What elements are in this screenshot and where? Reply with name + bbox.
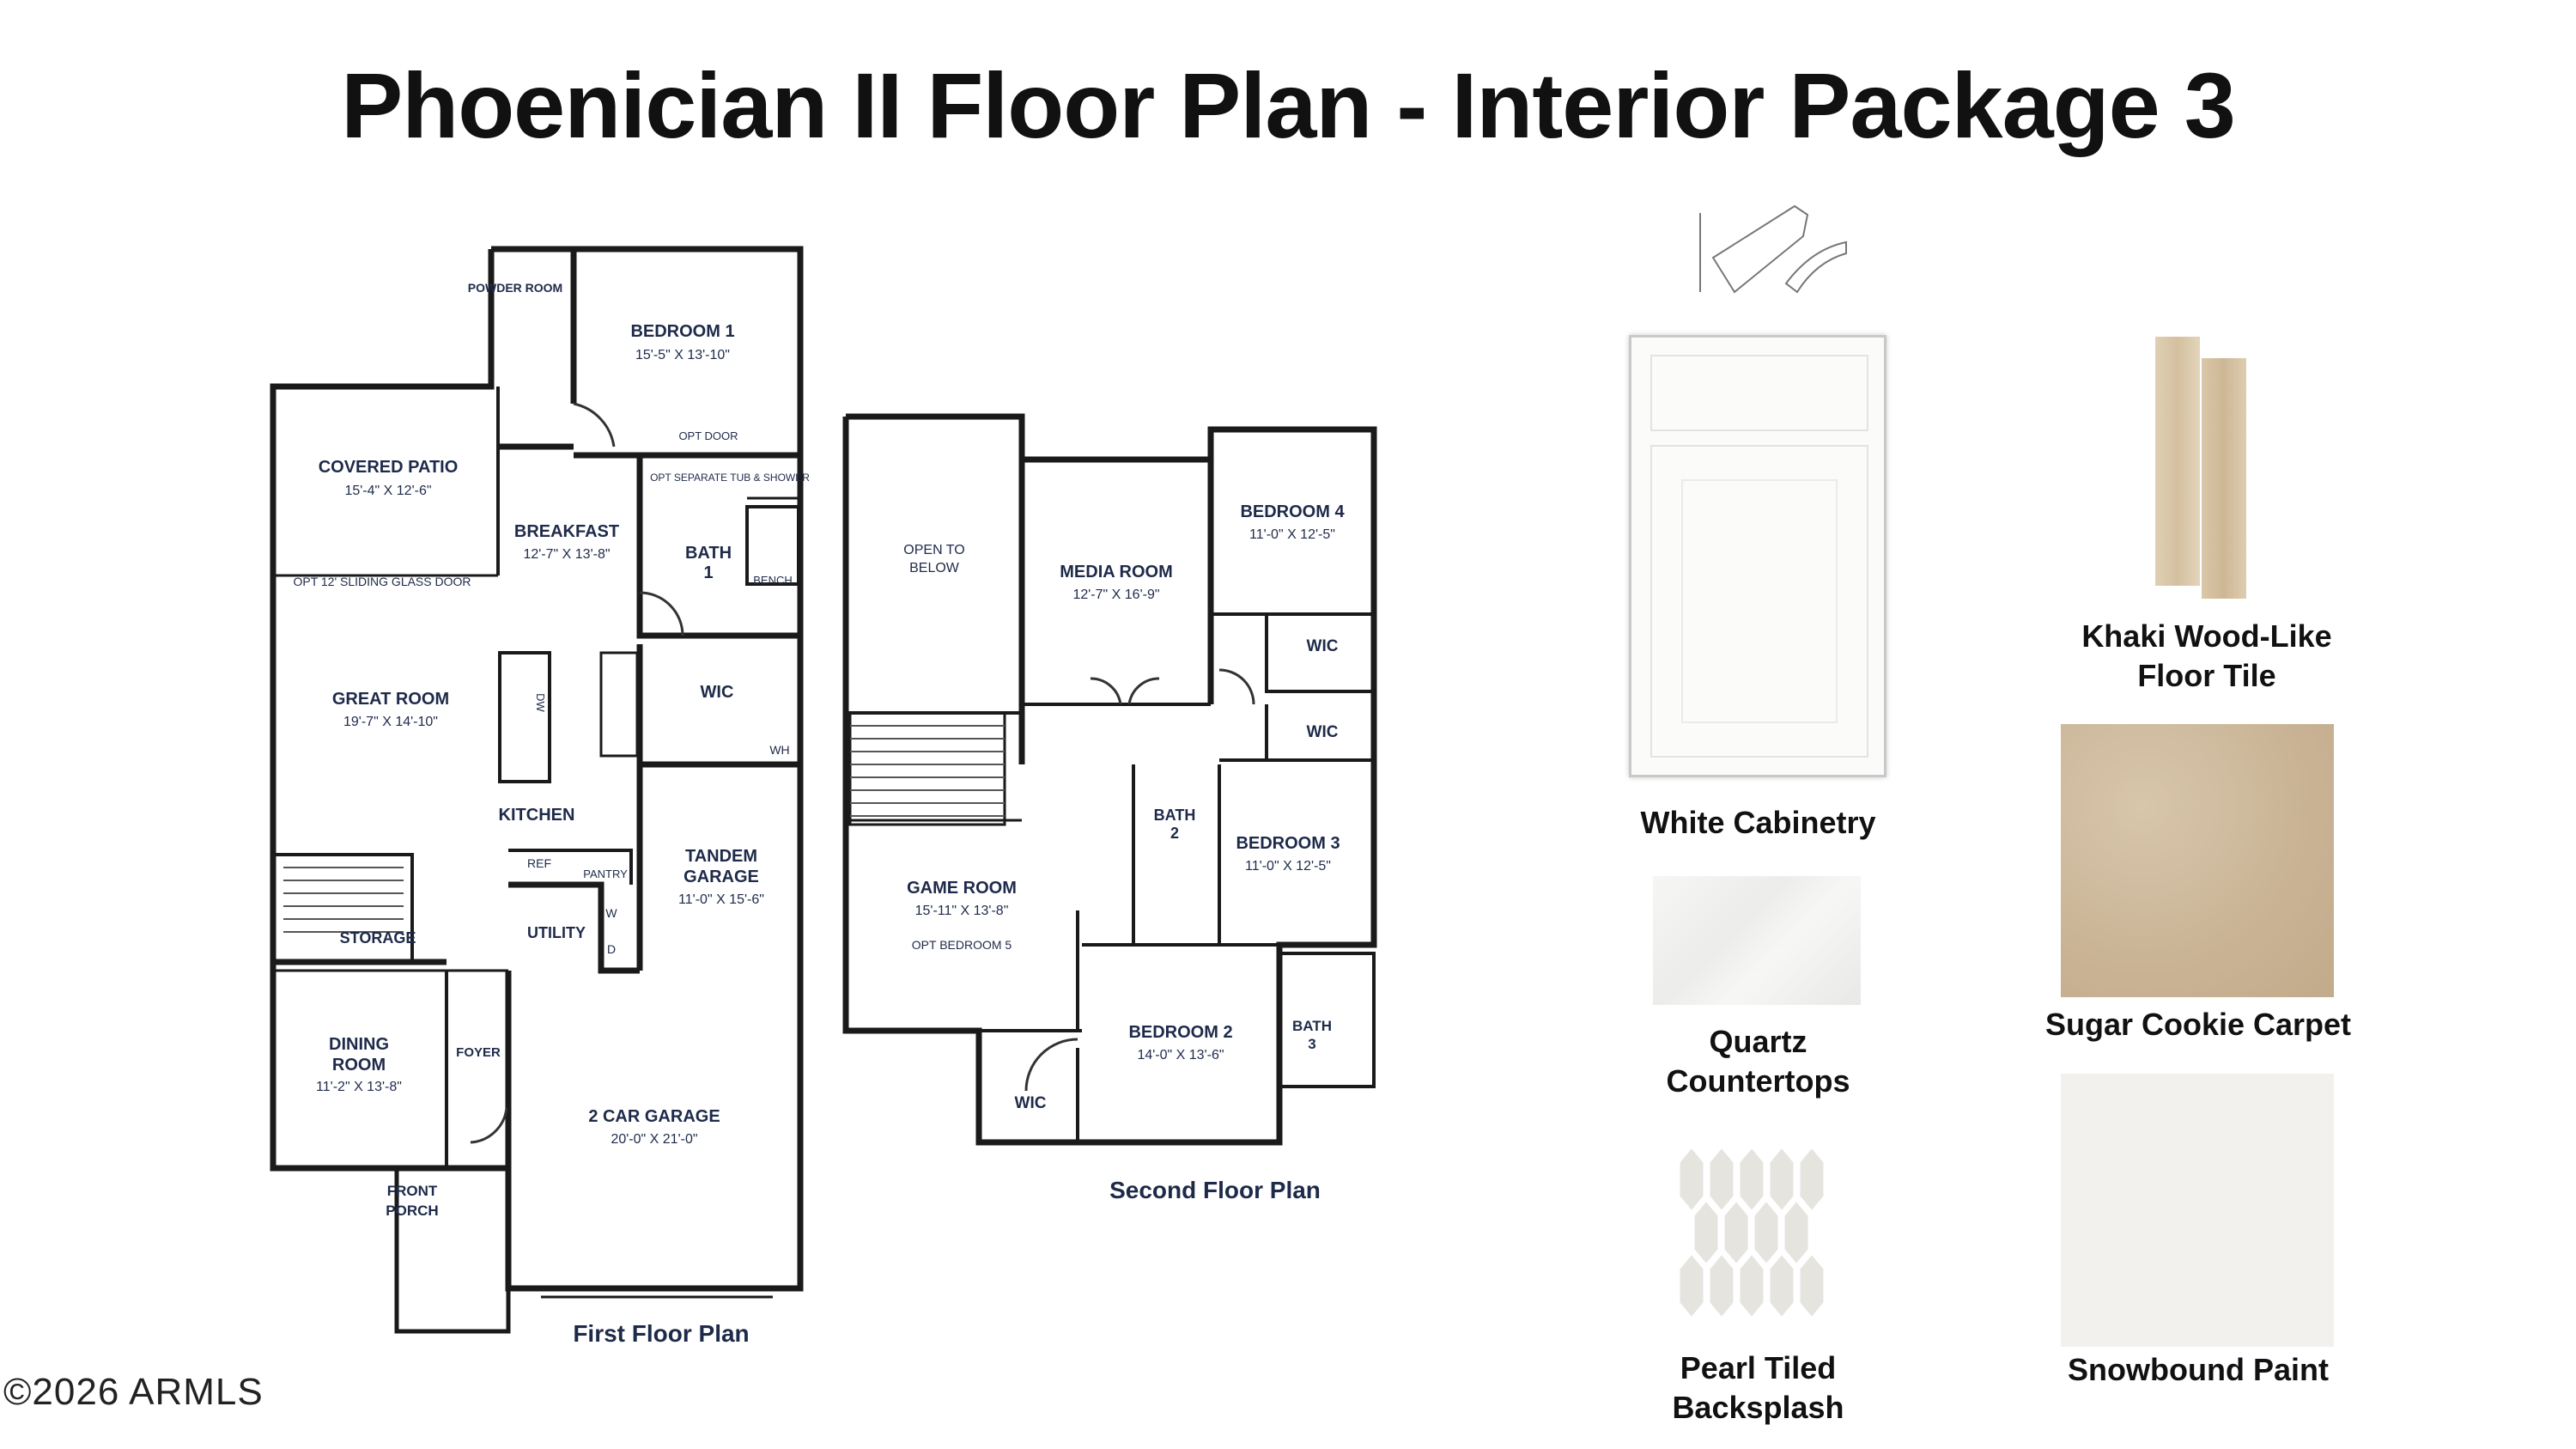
wh-label: WH bbox=[769, 743, 789, 757]
wood-tile-caption: Khaki Wood-Like Floor Tile bbox=[2065, 617, 2348, 696]
bedroom-3-label: BEDROOM 3 bbox=[1236, 834, 1340, 853]
front-porch-label-2: PORCH bbox=[386, 1202, 438, 1219]
bedroom-1-dim: 15'-5" X 13'-10" bbox=[635, 348, 730, 362]
bath-3-number: 3 bbox=[1308, 1036, 1315, 1052]
tandem-garage-label: TANDEM bbox=[685, 847, 757, 866]
dryer-label: D bbox=[607, 942, 616, 956]
first-floor-labels: POWDER ROOM BEDROOM 1 15'-5" X 13'-10" O… bbox=[293, 281, 810, 1347]
crown-molding-sketch bbox=[1699, 204, 1847, 294]
bedroom-2-label: BEDROOM 2 bbox=[1128, 1023, 1232, 1042]
bath-1-label: BATH bbox=[685, 544, 732, 563]
bedroom-4-dim: 11'-0" X 12'-5" bbox=[1249, 527, 1335, 542]
dw-label: DW bbox=[534, 693, 547, 712]
quartz-caption-line-2: Countertops bbox=[1666, 1063, 1850, 1099]
backsplash-swatch bbox=[1670, 1144, 1838, 1325]
wood-tile-caption-line-1: Khaki Wood-Like bbox=[2081, 618, 2332, 654]
opt-slider-label: OPT 12' SLIDING GLASS DOOR bbox=[293, 575, 471, 588]
dining-label-2: ROOM bbox=[332, 1056, 386, 1075]
quartz-swatch bbox=[1653, 876, 1861, 1005]
cabinet-inner-panel bbox=[1681, 479, 1838, 723]
carpet-caption: Sugar Cookie Carpet bbox=[2044, 1007, 2352, 1042]
ref-label: REF bbox=[527, 856, 551, 870]
covered-patio-label: COVERED PATIO bbox=[319, 458, 459, 477]
media-room-label: MEDIA ROOM bbox=[1060, 563, 1172, 581]
bath-2-label: BATH bbox=[1154, 807, 1196, 824]
media-room-dim: 12'-7" X 16'-9" bbox=[1072, 588, 1159, 602]
opt-door-label: OPT DOOR bbox=[678, 429, 738, 442]
wic-a-label: WIC bbox=[1307, 637, 1339, 655]
wic-1-label: WIC bbox=[701, 683, 734, 702]
white-cabinetry-caption: White Cabinetry bbox=[1640, 805, 1876, 840]
stair-treads bbox=[283, 725, 1005, 933]
wood-plank-2 bbox=[2202, 358, 2246, 599]
great-room-dim: 19'-7" X 14'-10" bbox=[343, 715, 438, 729]
wic-b-label: WIC bbox=[1307, 723, 1339, 741]
bedroom-1-label: BEDROOM 1 bbox=[630, 322, 734, 341]
great-room-label: GREAT ROOM bbox=[332, 690, 449, 709]
washer-label: W bbox=[605, 906, 617, 920]
second-floor-caption: Second Floor Plan bbox=[1109, 1177, 1321, 1203]
cabinet-top-panel bbox=[1650, 355, 1868, 431]
bath-3-label: BATH bbox=[1292, 1018, 1332, 1034]
wood-tile-caption-line-2: Floor Tile bbox=[2137, 658, 2276, 693]
dining-dim: 11'-2" X 13'-8" bbox=[316, 1080, 402, 1094]
wood-plank-1 bbox=[2155, 337, 2200, 586]
utility-label: UTILITY bbox=[527, 924, 586, 941]
bedroom-3-dim: 11'-0" X 12'-5" bbox=[1245, 859, 1331, 874]
second-floor-walls bbox=[842, 413, 1377, 1146]
backsplash-caption-line-1: Pearl Tiled bbox=[1680, 1350, 1837, 1385]
breakfast-dim: 12'-7" X 13'-8" bbox=[523, 547, 610, 562]
hex-tile-pattern bbox=[1677, 1144, 1826, 1321]
storage-label: STORAGE bbox=[340, 929, 416, 947]
kitchen-label: KITCHEN bbox=[499, 806, 575, 825]
bath-2-number: 2 bbox=[1170, 825, 1179, 842]
backsplash-caption: Pearl Tiled Backsplash bbox=[1636, 1349, 1880, 1428]
wood-tile-swatch bbox=[2155, 337, 2250, 599]
wic-c-label: WIC bbox=[1015, 1094, 1047, 1112]
white-cabinetry-swatch bbox=[1629, 335, 1886, 777]
open-below-label: OPEN TO bbox=[903, 543, 964, 557]
paint-caption: Snowbound Paint bbox=[2068, 1352, 2329, 1387]
game-room-dim: 15'-11" X 13'-8" bbox=[915, 904, 1009, 918]
bedroom-2-dim: 14'-0" X 13'-6" bbox=[1137, 1048, 1224, 1062]
page-title: Phoenician II Floor Plan - Interior Pack… bbox=[341, 53, 2236, 157]
foyer-label: FOYER bbox=[456, 1045, 501, 1060]
game-room-opt: OPT BEDROOM 5 bbox=[912, 938, 1012, 952]
covered-patio-dim: 15'-4" X 12'-6" bbox=[344, 484, 431, 498]
bench-label: BENCH bbox=[753, 574, 793, 587]
quartz-caption: Quartz Countertops bbox=[1631, 1022, 1885, 1101]
front-porch-label: FRONT bbox=[387, 1183, 438, 1199]
pantry-label: PANTRY bbox=[583, 868, 628, 880]
bedroom-4-label: BEDROOM 4 bbox=[1240, 502, 1345, 521]
first-floor-caption: First Floor Plan bbox=[573, 1320, 749, 1347]
powder-room-label: POWDER ROOM bbox=[468, 281, 562, 295]
second-floor-labels: OPEN TO BELOW MEDIA ROOM 12'-7" X 16'-9"… bbox=[903, 502, 1345, 1203]
tandem-garage-label-2: GARAGE bbox=[683, 868, 759, 886]
open-below-label-2: BELOW bbox=[909, 561, 960, 575]
carpet-swatch bbox=[2061, 724, 2334, 997]
door-swings bbox=[470, 402, 1255, 1144]
paint-swatch bbox=[2061, 1074, 2334, 1347]
garage-2-dim: 20'-0" X 21'-0" bbox=[611, 1132, 697, 1147]
cabinet-door-panel bbox=[1650, 445, 1868, 758]
dining-label: DINING bbox=[329, 1035, 389, 1054]
garage-2-label: 2 CAR GARAGE bbox=[588, 1107, 720, 1126]
opt-tub-label: OPT SEPARATE TUB & SHOWER bbox=[650, 472, 810, 484]
bath-1-number: 1 bbox=[703, 563, 713, 582]
backsplash-caption-line-2: Backsplash bbox=[1672, 1390, 1844, 1425]
watermark: ©2026 ARMLS bbox=[3, 1371, 264, 1413]
quartz-caption-line-1: Quartz bbox=[1709, 1024, 1807, 1059]
tandem-garage-dim: 11'-0" X 15'-6" bbox=[678, 892, 764, 907]
first-floor-walls bbox=[270, 246, 804, 1334]
game-room-label: GAME ROOM bbox=[907, 879, 1017, 898]
breakfast-label: BREAKFAST bbox=[514, 522, 619, 541]
